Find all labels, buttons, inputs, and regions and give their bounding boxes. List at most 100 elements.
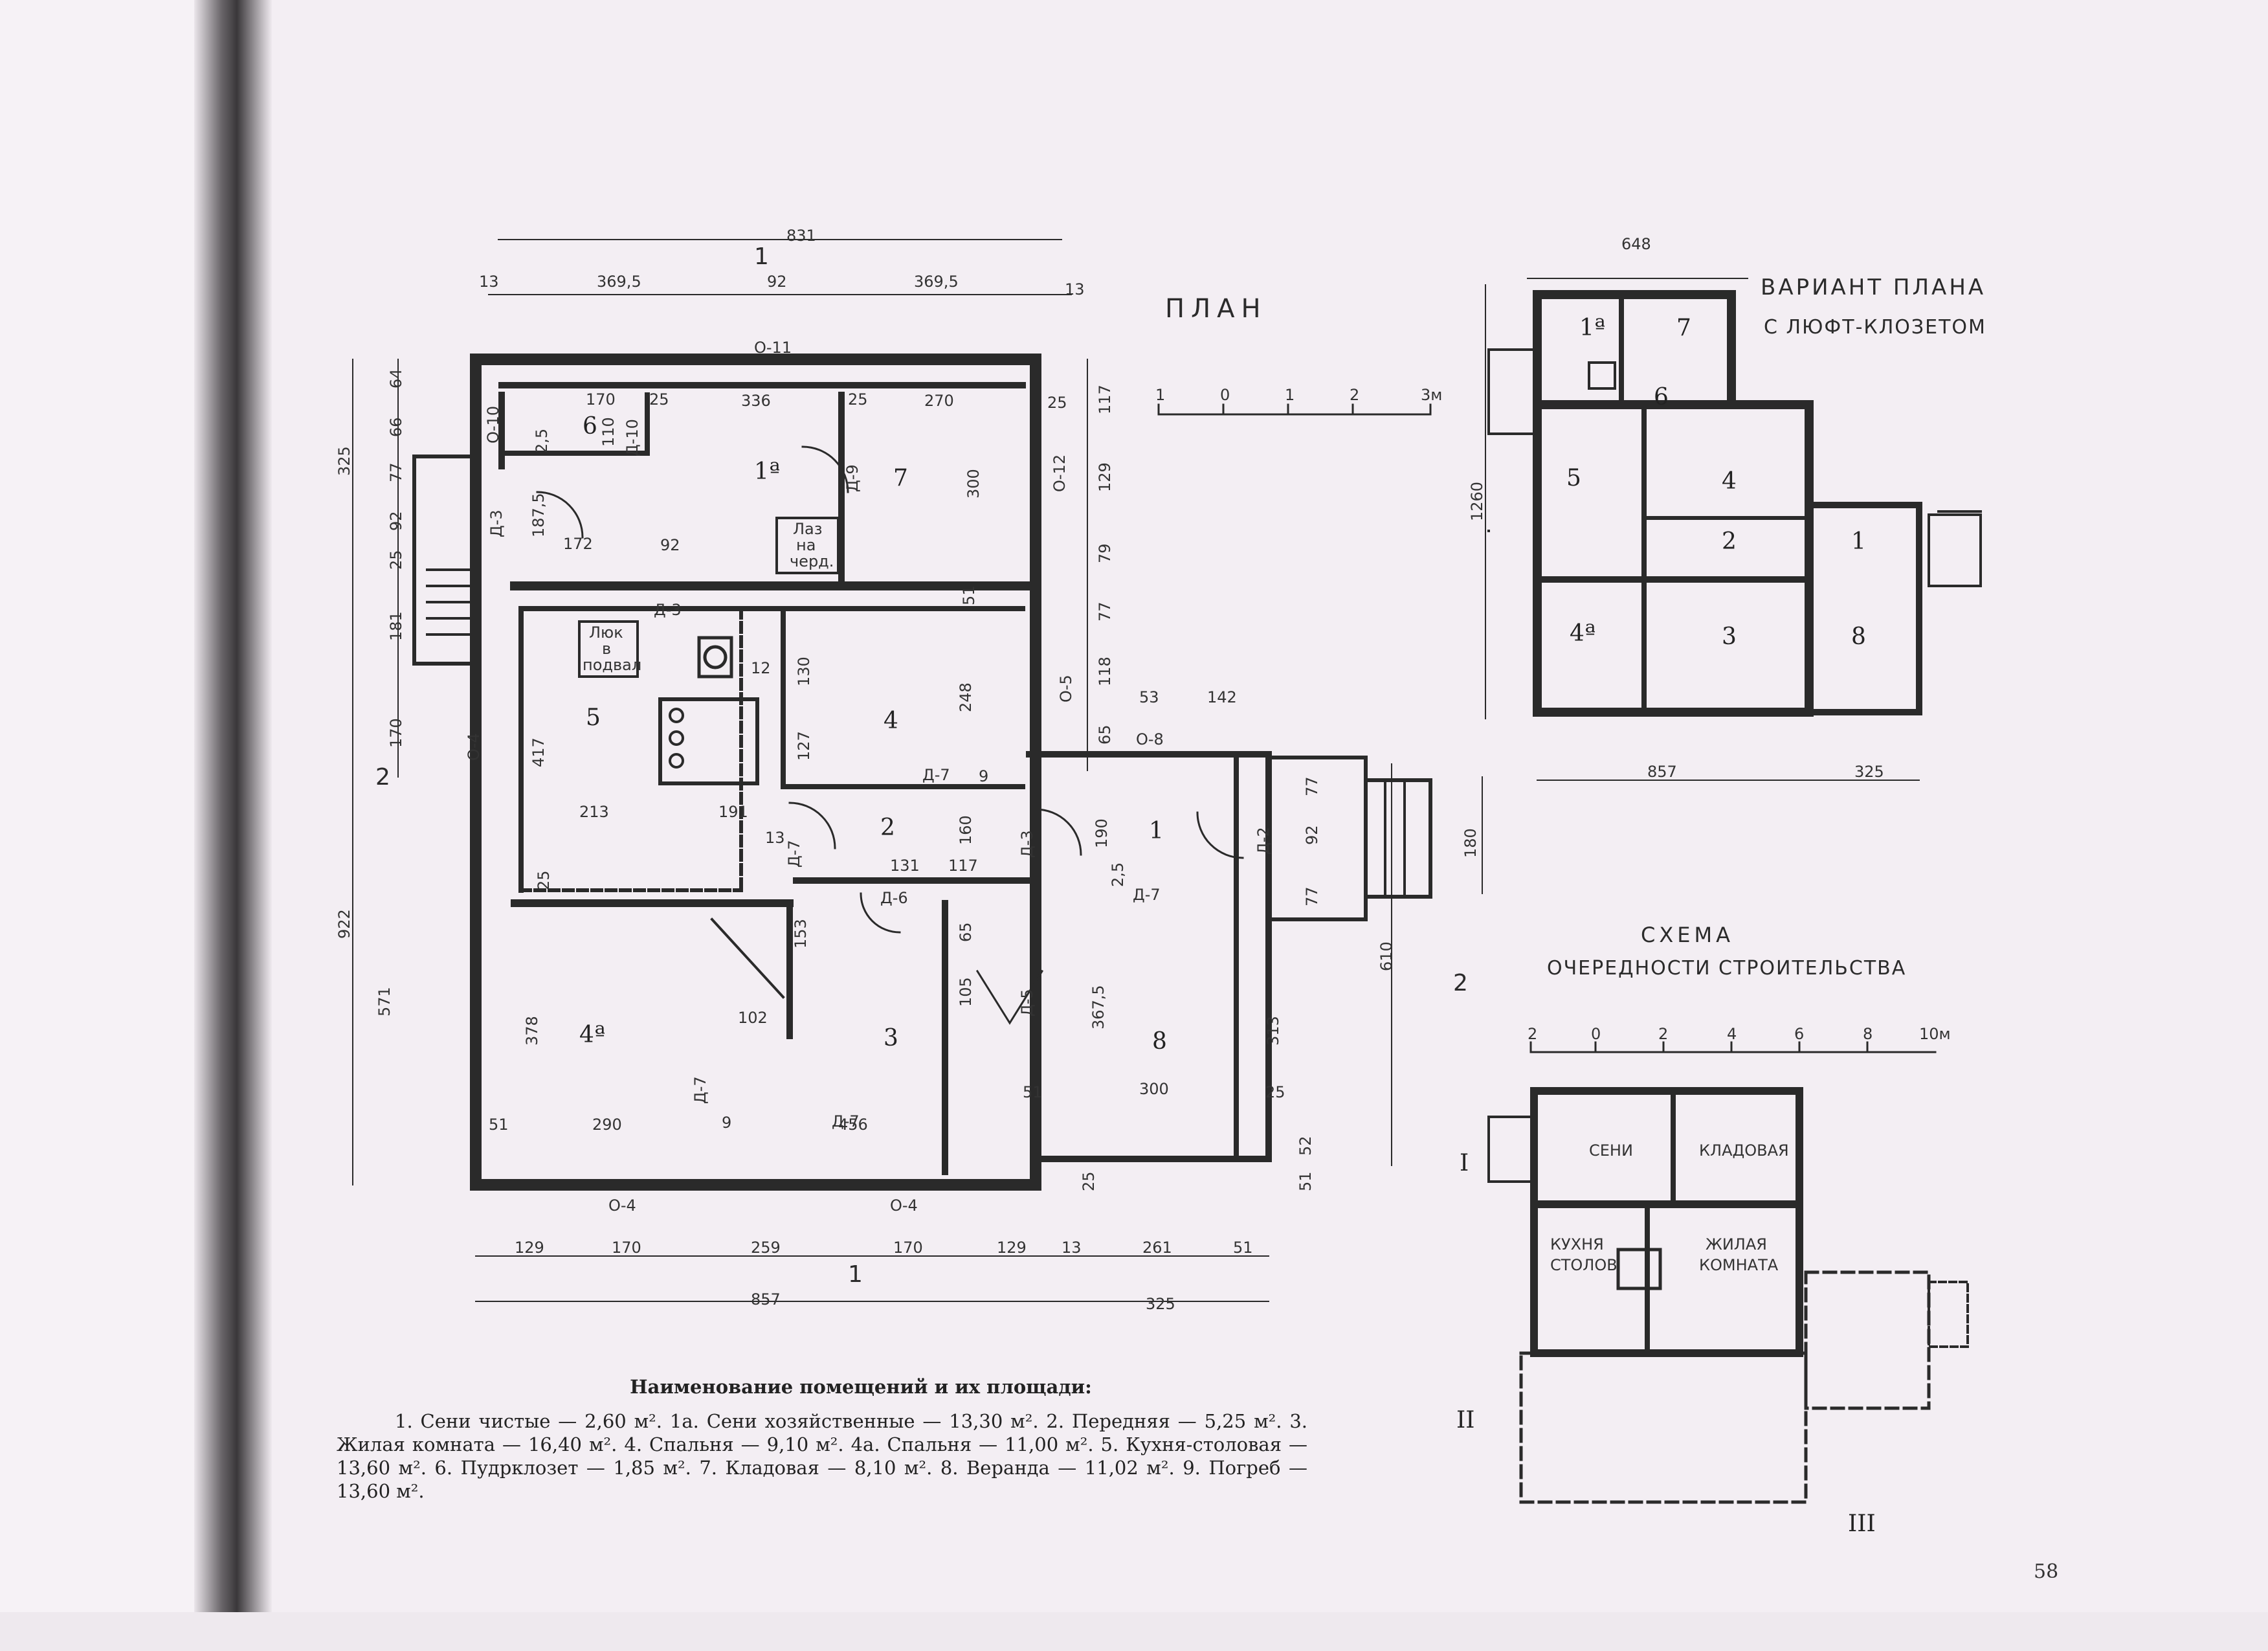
inner-dim: 300 bbox=[964, 469, 983, 499]
schema-scale-label: 4 bbox=[1727, 1025, 1737, 1043]
dim-left-181: 181 bbox=[387, 611, 405, 641]
left-margin bbox=[0, 0, 214, 1651]
schema-title-line1: СХЕМА bbox=[1641, 923, 1734, 947]
door-label: Д-9 bbox=[843, 464, 862, 492]
window-label: О-4 bbox=[465, 733, 483, 761]
inner-dim: 77 bbox=[1303, 886, 1321, 906]
window-label: О-5 bbox=[1057, 675, 1075, 702]
dim-left-571: 571 bbox=[375, 987, 394, 1016]
dim-left-64: 64 bbox=[387, 368, 405, 388]
caption-heading: Наименование помещений и их площади: bbox=[630, 1376, 1092, 1398]
plan-scale-label-0: 1 bbox=[1155, 386, 1165, 404]
window-label: О-8 bbox=[1136, 730, 1164, 748]
attic-hatch bbox=[775, 517, 839, 574]
inner-dim: 170 bbox=[586, 390, 616, 409]
inner-dim: 105 bbox=[957, 977, 975, 1007]
inner-dim: 160 bbox=[957, 815, 975, 845]
inner-dim: 367,5 bbox=[1089, 985, 1107, 1029]
inner-dim: 25 bbox=[1265, 1083, 1285, 1101]
inner-dim: 290 bbox=[592, 1116, 622, 1134]
dim-bottom-5: 13 bbox=[1062, 1239, 1082, 1257]
room-label: 7 bbox=[893, 465, 908, 491]
door-label: Д-7 bbox=[785, 840, 803, 868]
attic-note-1: на bbox=[796, 536, 816, 554]
inner-dim: 51 bbox=[489, 1116, 509, 1134]
inner-dim: 142 bbox=[1207, 688, 1237, 706]
door-label: Д-2 bbox=[1254, 827, 1273, 855]
schema-room: КУХНЯ bbox=[1550, 1235, 1604, 1253]
window-label: О-4 bbox=[608, 1196, 636, 1215]
dim-right-118: 118 bbox=[1096, 657, 1114, 686]
section-mark-right: 2 bbox=[1453, 970, 1468, 996]
section-mark-bottom: 1 bbox=[848, 1261, 863, 1288]
inner-dim: 110 bbox=[599, 417, 617, 447]
caption-text: 1. Сени чистые — 2,60 м². 1а. Сени хозяй… bbox=[337, 1410, 1307, 1502]
variant-dim: 325 bbox=[1854, 763, 1884, 781]
inner-dim: 9 bbox=[979, 767, 988, 785]
variant-title-line1: ВАРИАНТ ПЛАНА bbox=[1761, 275, 1986, 300]
schema-room: СЕНИ bbox=[1589, 1141, 1633, 1160]
construction-schema bbox=[1487, 1041, 1969, 1504]
variant-dim: 1260 bbox=[1468, 482, 1486, 521]
inner-dim: 336 bbox=[741, 392, 771, 410]
window-label: О-11 bbox=[754, 339, 792, 357]
schema-scale-label: 0 bbox=[1591, 1025, 1601, 1043]
inner-dim: 213 bbox=[579, 803, 609, 821]
door-label: Д-10 bbox=[623, 419, 641, 456]
schema-room: СТОЛОВ bbox=[1550, 1256, 1618, 1274]
attic-note-2: черд. bbox=[790, 552, 834, 570]
inner-dim: 300 bbox=[1139, 1080, 1169, 1098]
dim-right-117: 117 bbox=[1096, 385, 1114, 414]
room-label: 5 bbox=[586, 704, 601, 731]
main-plan bbox=[352, 239, 1483, 1302]
dim-left-25: 25 bbox=[387, 550, 405, 570]
dim-right-79: 79 bbox=[1096, 543, 1114, 563]
room-label: 1ª bbox=[754, 458, 780, 485]
inner-dim: 417 bbox=[529, 737, 548, 767]
inner-dim: 172 bbox=[563, 535, 593, 553]
dim-left-922: 922 bbox=[335, 909, 353, 939]
door-label: Д-7 bbox=[1133, 886, 1161, 904]
inner-dim: 2,5 bbox=[533, 429, 551, 453]
stove bbox=[658, 697, 759, 785]
inner-dim: 12 bbox=[751, 659, 771, 677]
variant-plan bbox=[1485, 278, 1982, 781]
door-label: Д-6 bbox=[880, 889, 908, 907]
cellar-hatch bbox=[578, 620, 639, 678]
dim-bottom-0: 129 bbox=[515, 1239, 544, 1257]
plan-scale-label-3: 2 bbox=[1350, 386, 1359, 404]
door-label: Д-3 bbox=[654, 601, 682, 619]
inner-dim: 77 bbox=[1303, 776, 1321, 796]
inner-dim: 25 bbox=[649, 390, 669, 409]
inner-dim: 92 bbox=[1303, 825, 1321, 845]
schema-scale-label: 6 bbox=[1794, 1025, 1804, 1043]
dim-top-total: 831 bbox=[786, 227, 816, 245]
dim-left-170: 170 bbox=[387, 718, 405, 748]
inner-dim: 610 bbox=[1377, 941, 1395, 971]
attic-note-0: Лаз bbox=[793, 520, 823, 538]
inner-dim: 180 bbox=[1462, 828, 1480, 858]
inner-dim: 25 bbox=[1047, 394, 1067, 412]
schema-room: КОМНАТА bbox=[1699, 1256, 1779, 1274]
inner-dim: 187,5 bbox=[529, 493, 548, 537]
window-label: О-12 bbox=[1051, 455, 1069, 492]
variant-room: 8 bbox=[1851, 623, 1866, 650]
room-label: 4 bbox=[884, 708, 898, 734]
room-label: 1 bbox=[1149, 818, 1164, 844]
dim-top-1: 369,5 bbox=[597, 273, 641, 291]
section-mark-top: 1 bbox=[754, 243, 769, 270]
schema-room: ЖИЛАЯ bbox=[1706, 1235, 1767, 1253]
inner-dim: 9 bbox=[722, 1114, 731, 1132]
bottom-edge bbox=[0, 1612, 2268, 1651]
room-list-caption: Наименование помещений и их площади: 1. … bbox=[337, 1376, 1307, 1503]
door-label: Д-3 bbox=[1018, 830, 1036, 858]
inner-dim: 102 bbox=[738, 1009, 768, 1027]
door-label: Д-5 bbox=[1018, 989, 1036, 1016]
window-label: О-10 bbox=[484, 406, 502, 444]
inner-dim: 51 bbox=[1023, 1083, 1043, 1101]
variant-room: 5 bbox=[1566, 465, 1581, 491]
stage-marker: III bbox=[1848, 1511, 1876, 1537]
dim-bottom-4: 129 bbox=[997, 1239, 1027, 1257]
variant-room: 3 bbox=[1722, 623, 1737, 650]
